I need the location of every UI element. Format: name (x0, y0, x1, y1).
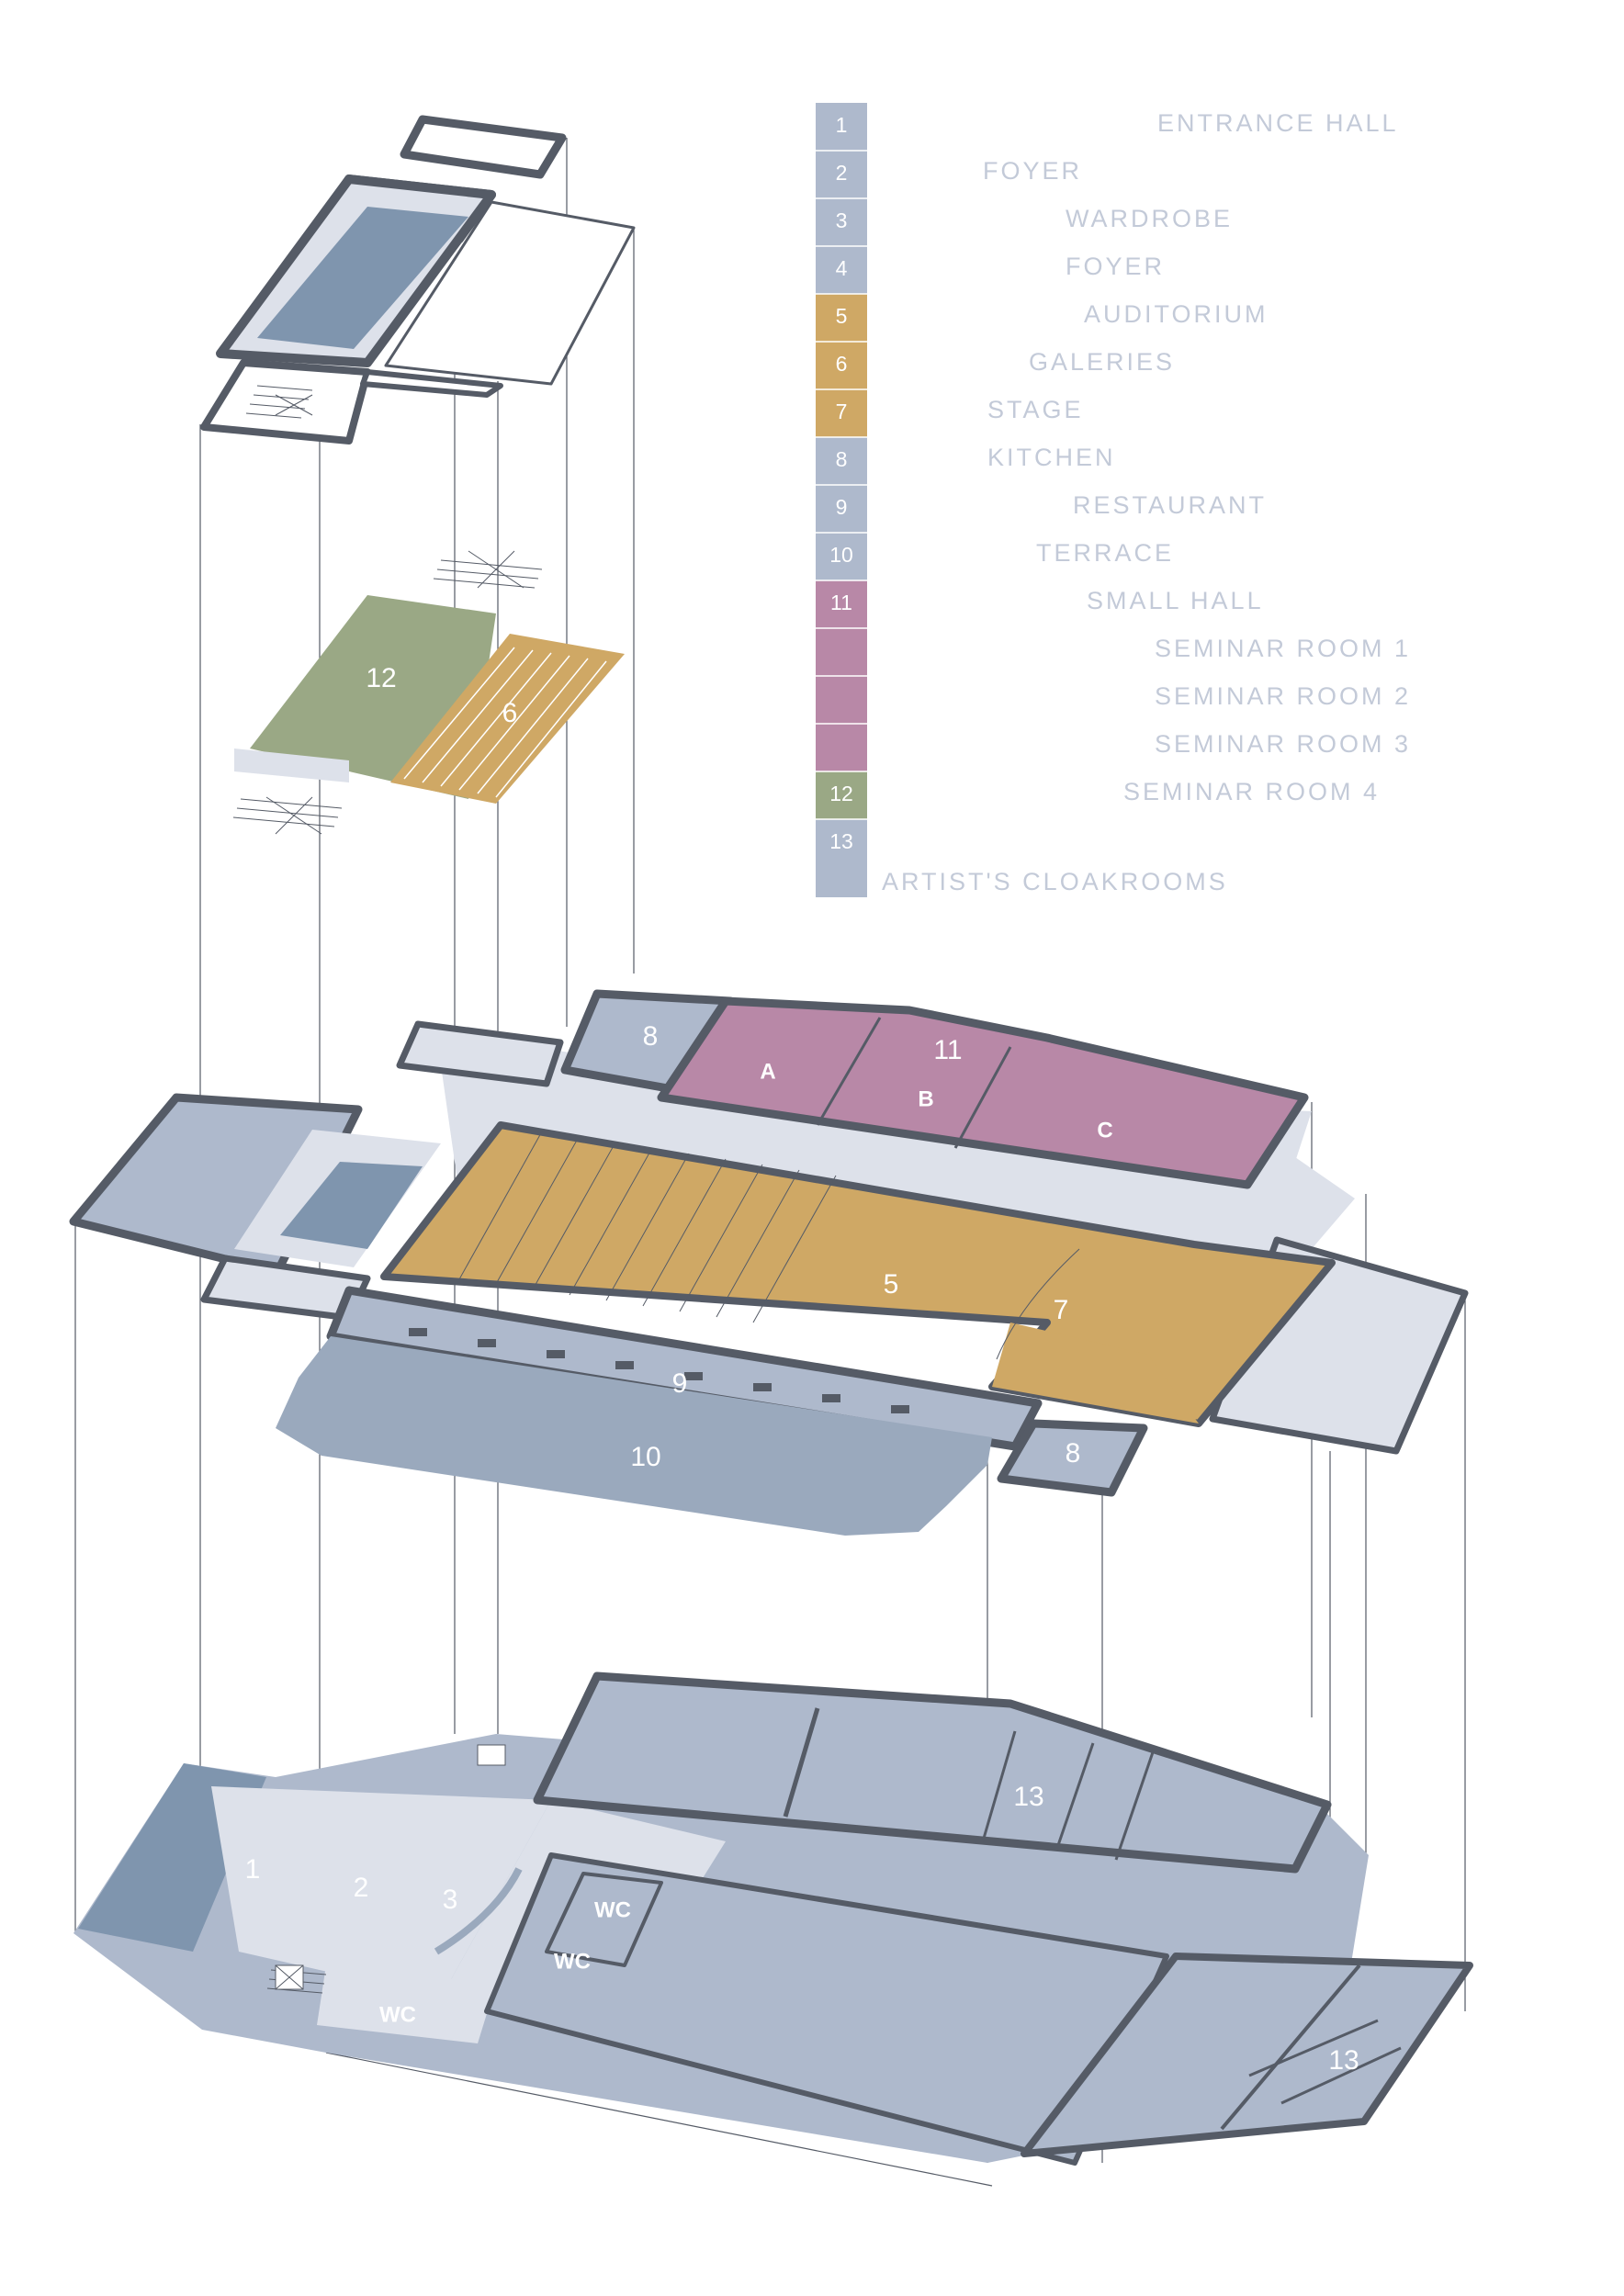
mezzanine-floor-plan: 12 6 (232, 550, 625, 835)
stair-icon (232, 796, 343, 835)
stair-icon (433, 550, 543, 589)
room-2-label: 2 (354, 1873, 369, 1903)
legend-label: SEMINAR ROOM 1 (1155, 635, 1411, 662)
legend-number: 4 (836, 256, 848, 280)
stair-icon (245, 385, 313, 419)
legend-swatch (816, 485, 867, 533)
main-floor-plan: 8 11 A B C 5 7 9 10 8 (69, 989, 1469, 1536)
ground-floor-plan: 13 13 1 2 3 WC WC WC (73, 1671, 1473, 2166)
legend-swatch (816, 771, 867, 819)
legend-number: 10 (829, 543, 853, 567)
legend-label: STAGE (987, 396, 1084, 423)
room-9-label: 9 (672, 1368, 688, 1399)
legend-number: 12 (829, 782, 853, 805)
wardrobe-counter (434, 1867, 523, 1955)
restaurant-columns (409, 1328, 909, 1413)
legend-number: 13 (829, 829, 853, 853)
legend-swatch (816, 389, 867, 437)
legend-label: ENTRANCE HALL (1157, 109, 1399, 137)
legend-swatch (816, 437, 867, 485)
legend-swatch (816, 151, 867, 198)
room-3-label: 3 (443, 1885, 458, 1915)
room-12-label: 12 (366, 663, 396, 693)
legend-number: 9 (836, 495, 848, 519)
legend-number: 8 (836, 447, 848, 471)
legend-swatch (816, 676, 867, 724)
room-8-lower-label: 8 (1066, 1438, 1081, 1469)
legend-label: AUDITORIUM (1084, 300, 1269, 328)
seminar-a-label: A (760, 1059, 775, 1084)
legend-label: WARDROBE (1066, 205, 1233, 232)
legend-swatch (816, 628, 867, 676)
room-11-label: 11 (933, 1035, 962, 1065)
legend-number: 11 (830, 591, 852, 614)
legend-label: FOYER (983, 157, 1082, 185)
room-13-upper-label: 13 (1013, 1782, 1043, 1812)
legend-label: GALERIES (1029, 348, 1175, 376)
legend-label: SMALL HALL (1087, 587, 1264, 614)
legend-swatch (816, 103, 867, 151)
legend-label: TERRACE (1036, 539, 1174, 567)
legend-number: 7 (836, 400, 848, 423)
room-13-lower-label: 13 (1328, 2045, 1359, 2076)
room-6-label: 6 (502, 698, 518, 728)
legend-label: FOYER (1066, 253, 1165, 280)
legend-label: SEMINAR ROOM 2 (1155, 682, 1411, 710)
legend-label: KITCHEN (987, 444, 1116, 471)
legend-swatch (816, 294, 867, 342)
legend-number: 1 (836, 113, 848, 137)
room-10-label: 10 (630, 1442, 660, 1472)
stair-icon (266, 1744, 506, 1994)
legend-number: 5 (836, 304, 848, 328)
legend-number: 3 (836, 208, 848, 232)
legend-swatch (816, 580, 867, 628)
legend-label: ARTIST'S CLOAKROOMS (882, 868, 1228, 895)
wc-label-3: WC (379, 2002, 416, 2027)
legend-label: SEMINAR ROOM 3 (1155, 730, 1411, 758)
room-8-upper-label: 8 (643, 1021, 659, 1052)
seminar-b-label: B (918, 1086, 933, 1111)
legend-label: RESTAURANT (1073, 491, 1267, 519)
legend-swatch (816, 724, 867, 771)
room-5-label: 5 (884, 1269, 899, 1300)
legend-label: SEMINAR ROOM 4 (1123, 778, 1380, 805)
wc-label-2: WC (554, 1949, 591, 1974)
legend-swatch (816, 198, 867, 246)
auditorium-seating-rows (458, 1131, 1080, 1360)
legend-swatch (816, 533, 867, 580)
wc-label-1: WC (594, 1897, 631, 1922)
room-7-label: 7 (1054, 1295, 1069, 1325)
legend-swatch (816, 342, 867, 389)
legend-swatch (816, 246, 867, 294)
legend-number: 6 (836, 352, 848, 376)
room-1-label: 1 (245, 1854, 261, 1885)
legend-swatch (816, 819, 867, 897)
seminar-c-label: C (1097, 1118, 1112, 1142)
legend-number: 2 (836, 161, 848, 185)
top-floor-plan (200, 115, 636, 445)
gallery-seating-rows (403, 647, 607, 798)
